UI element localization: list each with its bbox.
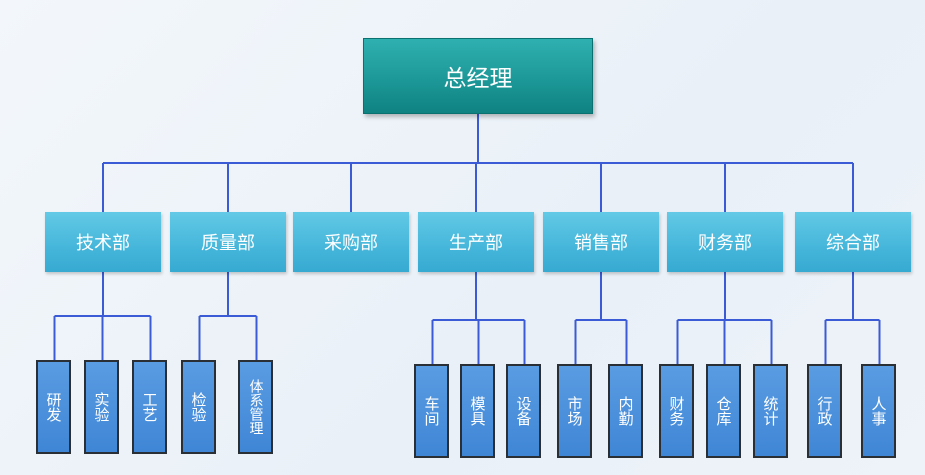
unit-node: 体系管理 [238,360,273,454]
unit-node: 统计 [753,364,788,458]
unit-node: 行政 [807,364,842,458]
department-node: 采购部 [293,212,409,272]
unit-node: 人事 [861,364,896,458]
unit-node: 工艺 [132,360,167,454]
department-node: 技术部 [45,212,161,272]
unit-node: 检验 [181,360,216,454]
unit-node: 实验 [84,360,119,454]
department-node: 生产部 [418,212,534,272]
unit-node: 仓库 [706,364,741,458]
unit-node: 内勤 [608,364,643,458]
unit-node: 财务 [659,364,694,458]
department-node: 销售部 [543,212,659,272]
department-node: 财务部 [667,212,783,272]
unit-node: 模具 [460,364,495,458]
root-node-general-manager: 总经理 [363,38,593,114]
unit-node: 设备 [506,364,541,458]
department-node: 综合部 [795,212,911,272]
unit-node: 研发 [36,360,71,454]
department-node: 质量部 [170,212,286,272]
unit-node: 市场 [557,364,592,458]
unit-node: 车间 [414,364,449,458]
